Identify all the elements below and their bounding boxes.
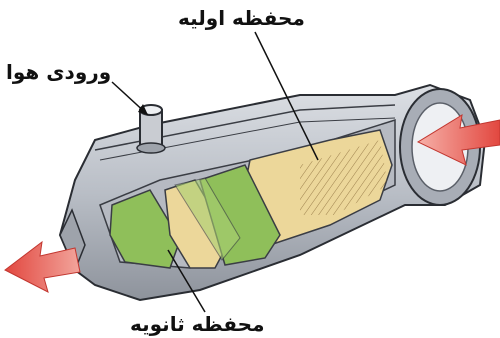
outflow-arrow xyxy=(5,242,80,292)
primary-housing-label: محفظه اولیه xyxy=(178,8,305,28)
air-inlet-label: ورودی هوا xyxy=(6,62,111,82)
secondary-housing-label: محفظه ثانویه xyxy=(130,314,264,334)
